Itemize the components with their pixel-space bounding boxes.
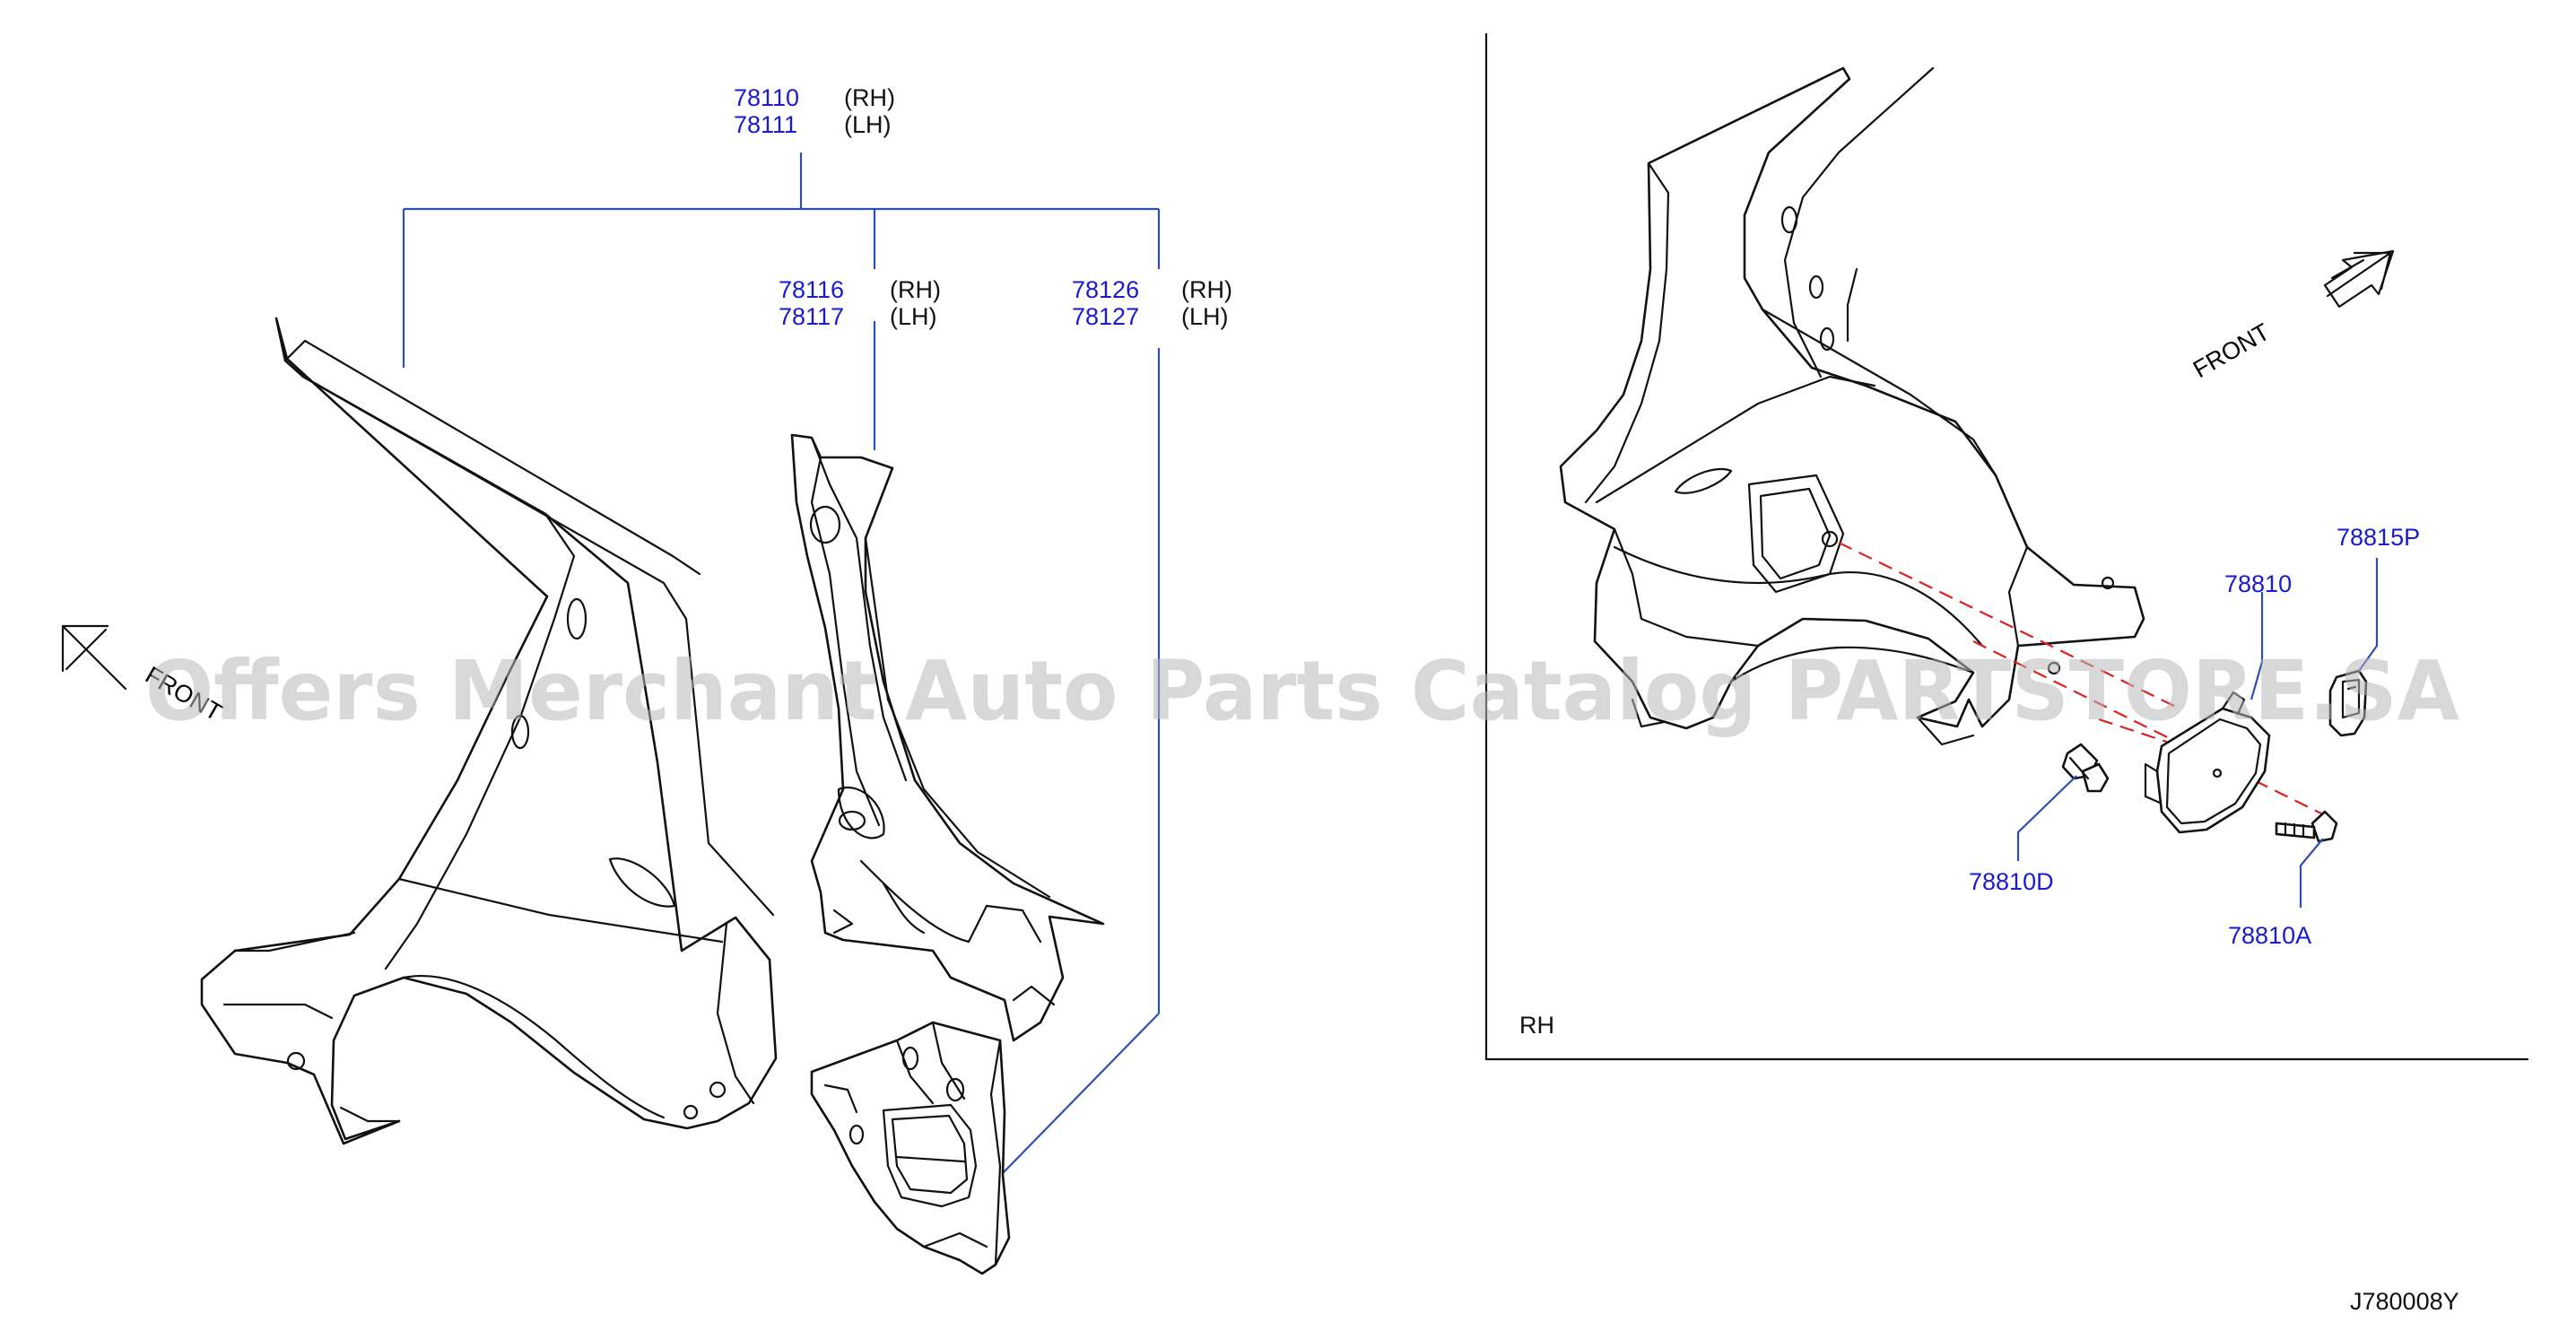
panel-label-rh: RH [1519, 1012, 1554, 1039]
side-rh-78126: (RH) [1181, 276, 1232, 303]
screw-78810A[interactable] [2275, 810, 2338, 843]
leader-lines-left [402, 152, 1161, 1174]
part-number-78110[interactable]: 78110 [734, 84, 799, 111]
part-number-78810A[interactable]: 78810A [2228, 922, 2311, 949]
inner-pillar-panel[interactable] [790, 433, 1105, 1042]
part-number-78116[interactable]: 78116 [779, 276, 844, 303]
clip-78815P[interactable] [2328, 669, 2368, 737]
front-arrow-right: FRONT [2189, 249, 2395, 383]
part-number-78126[interactable]: 78126 [1072, 276, 1139, 303]
front-label-right: FRONT [2189, 318, 2275, 383]
fuel-filler-lid-78810[interactable] [2144, 691, 2271, 834]
side-lh-78127: (LH) [1181, 303, 1229, 330]
part-number-78810D[interactable]: 78810D [1969, 868, 2054, 895]
rh-detail-frame: RH [1484, 32, 2529, 1061]
watermark-text: Offers Merchant Auto Parts Catalog PARTS… [145, 643, 2459, 739]
diagram-code: J780008Y [2350, 1288, 2459, 1315]
part-number-78111[interactable]: 78111 [734, 111, 797, 138]
bumper-78810D[interactable] [2061, 743, 2110, 793]
labels-left: 78110 (RH) 78111 (LH) 78116 (RH) 78117 (… [734, 84, 1232, 330]
wheel-house-inner-panel[interactable] [810, 1021, 1011, 1275]
quarter-panel-outer[interactable] [200, 317, 778, 1145]
part-number-78117[interactable]: 78117 [779, 303, 844, 330]
side-rh-78116: (RH) [890, 276, 941, 303]
part-number-78815P[interactable]: 78815P [2337, 524, 2420, 551]
part-number-78127[interactable]: 78127 [1072, 303, 1139, 330]
leader-lines-right [2016, 558, 2379, 908]
side-lh-78117: (LH) [890, 303, 937, 330]
side-rh-78110: (RH) [844, 84, 895, 111]
labels-right: 78815P 78810 78810D 78810A [1969, 524, 2420, 949]
quarter-panel-fuel-area[interactable] [1559, 66, 2145, 746]
part-number-78810[interactable]: 78810 [2224, 570, 2292, 597]
side-lh-78111: (LH) [844, 111, 892, 138]
